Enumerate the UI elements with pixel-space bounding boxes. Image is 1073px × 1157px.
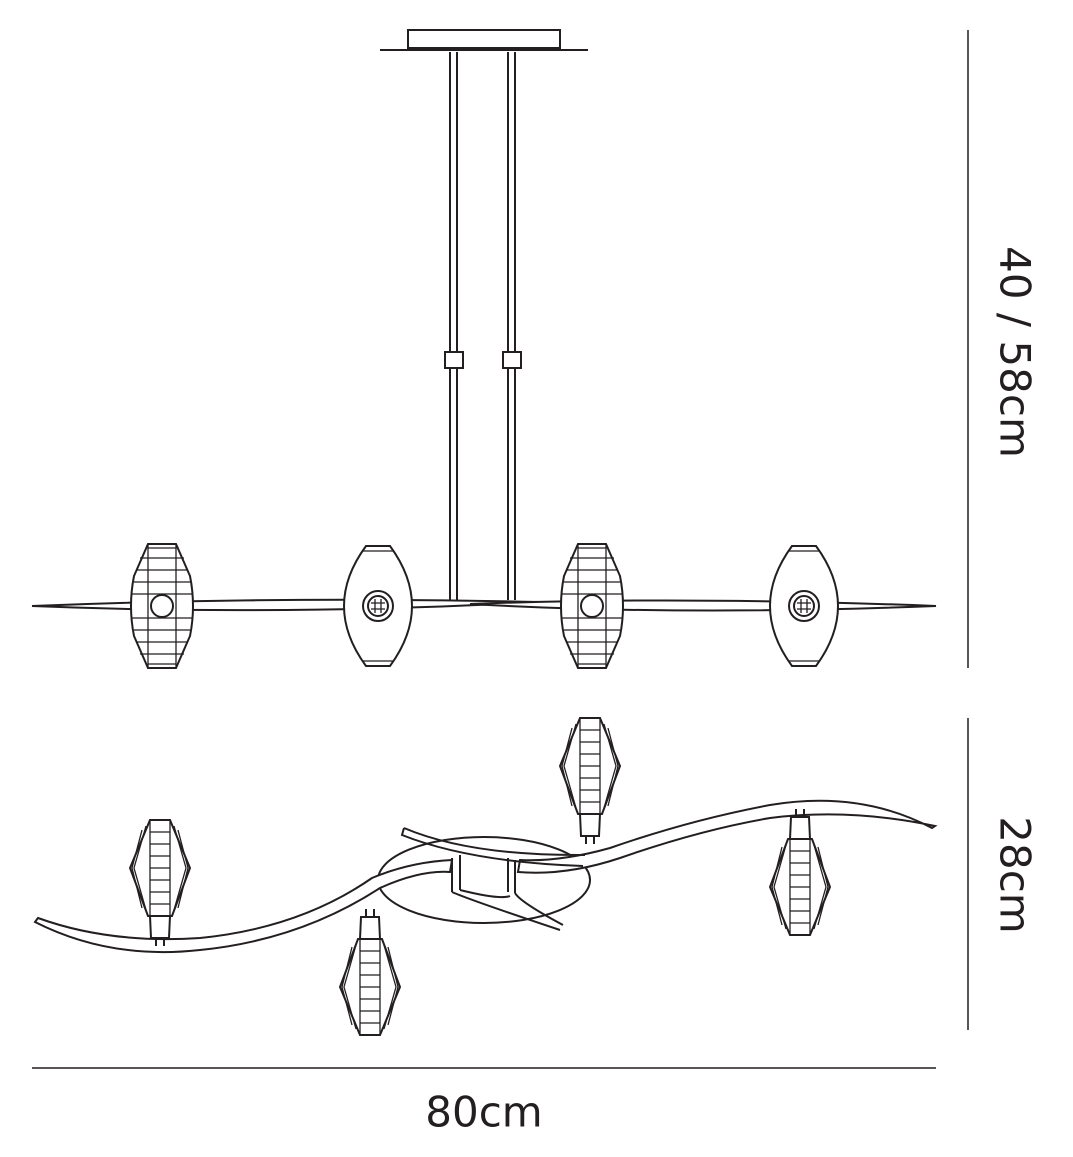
pendant-shade: [559, 717, 621, 845]
left-arm: [31, 598, 541, 612]
oval-shade: [769, 545, 839, 667]
pendant-shade: [339, 908, 401, 1036]
ribbed-shade: [560, 543, 624, 669]
pendant-shade: [769, 808, 831, 936]
right-arm: [469, 599, 937, 612]
suspension-rods: [449, 52, 516, 600]
depth-label: 28cm: [990, 816, 1040, 934]
ribbed-shade: [130, 543, 194, 669]
side-view: [31, 29, 937, 669]
ceiling-plate: [407, 29, 561, 49]
oval-shade: [343, 545, 413, 667]
rod-coupler: [444, 351, 464, 369]
height-label: 40 / 58cm: [990, 246, 1040, 458]
width-label: 80cm: [425, 1087, 543, 1137]
wave-arm-left: [33, 858, 454, 954]
top-view: [33, 717, 938, 1036]
wave-arm-right: [516, 799, 938, 874]
rod-coupler: [502, 351, 522, 369]
pendant-shade: [129, 819, 191, 947]
